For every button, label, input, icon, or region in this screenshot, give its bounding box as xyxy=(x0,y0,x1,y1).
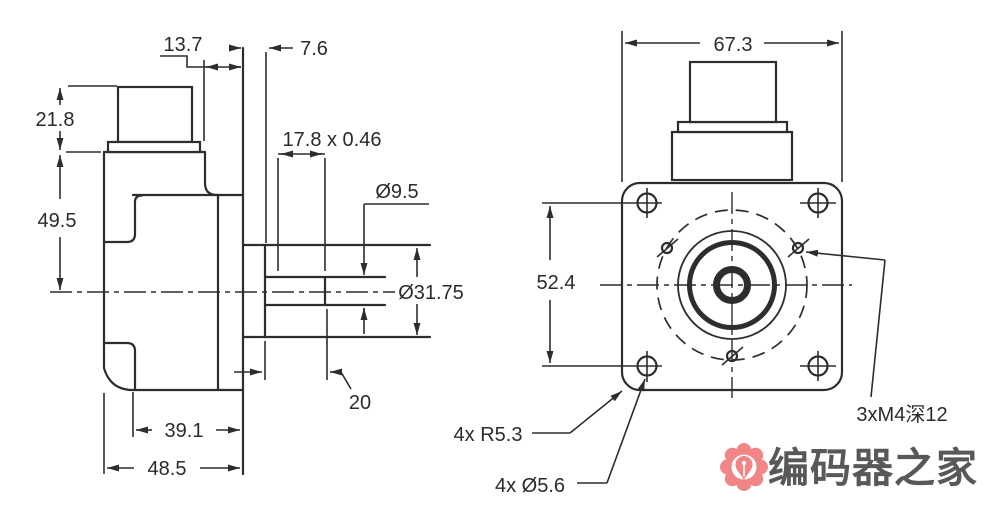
note-4x-r53: 4x R5.3 xyxy=(454,424,523,446)
dim-7-6: 7.6 xyxy=(300,38,328,60)
side-connector-body xyxy=(116,85,194,144)
front-view: 67.3 52.4 3xM4深12 4x R5.3 4x Ø5.6 xyxy=(454,31,948,497)
side-connector xyxy=(106,85,202,154)
front-connector-plate xyxy=(676,120,789,134)
dim-39-1: 39.1 xyxy=(165,420,204,442)
front-boss-circles xyxy=(656,209,808,361)
dim-31-75: Ø31.75 xyxy=(398,282,464,304)
side-body-outline xyxy=(102,46,245,476)
side-dimensions xyxy=(56,44,429,474)
dim-9-5: Ø9.5 xyxy=(375,181,418,203)
dim-21-8: 21.8 xyxy=(36,109,75,131)
dim-52-4: 52.4 xyxy=(537,272,576,294)
front-dimensions xyxy=(532,31,886,484)
dim-48-5: 48.5 xyxy=(148,458,187,480)
side-connector-base xyxy=(106,140,202,154)
watermark-logo: 编码器之家 xyxy=(720,443,978,492)
note-3xm4: 3xM4深12 xyxy=(856,403,947,426)
front-connector-body xyxy=(688,60,778,124)
logo-rosette-icon xyxy=(720,443,768,491)
side-boss-and-shaft xyxy=(241,243,432,339)
dim-17-8: 17.8 x 0.46 xyxy=(283,129,382,151)
front-connector-base xyxy=(670,130,794,182)
dim-67-3: 67.3 xyxy=(714,34,753,56)
dim-49-5: 49.5 xyxy=(38,210,77,232)
side-view: 13.7 7.6 21.8 49.5 17.8 x 0.46 Ø9.5 Ø31.… xyxy=(36,34,464,480)
dim-20: 20 xyxy=(349,392,371,414)
note-4x-d56: 4x Ø5.6 xyxy=(495,475,565,497)
dim-13-7: 13.7 xyxy=(164,34,203,56)
logo-text: 编码器之家 xyxy=(768,444,978,492)
m4-thread-holes xyxy=(656,238,810,366)
front-connector xyxy=(670,60,794,182)
